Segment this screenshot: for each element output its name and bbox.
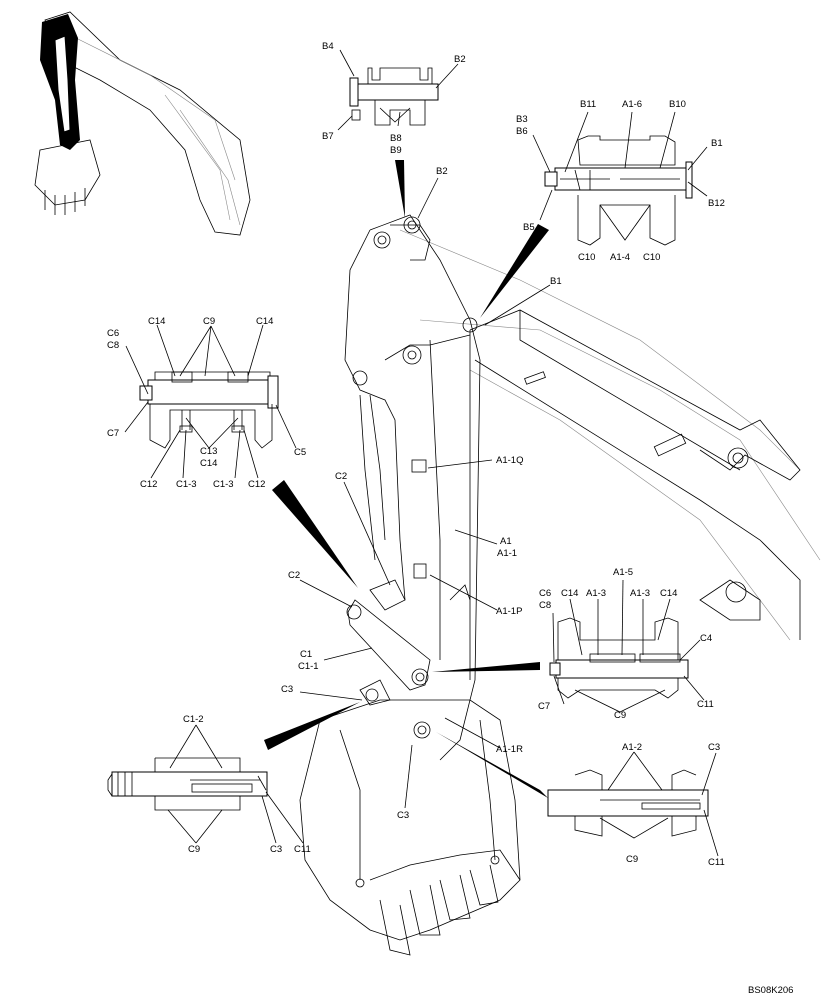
- label-c10-b: C10: [643, 252, 660, 263]
- label-a1-5: A1-5: [613, 567, 633, 578]
- label-b8: B8: [390, 133, 402, 144]
- label-c14-d: C14: [561, 588, 578, 599]
- label-b1-mid: B1: [550, 276, 562, 287]
- detail-pin-c-bottom-right: [547, 769, 709, 839]
- label-a1-4: A1-4: [610, 252, 630, 263]
- label-c14-a: C14: [148, 316, 165, 327]
- label-c3-bottom: C3: [397, 810, 409, 821]
- label-c1-1: C1-1: [298, 661, 319, 672]
- label-b3: B3: [516, 114, 528, 125]
- label-c8-left: C8: [107, 340, 119, 351]
- label-c6-left: C6: [107, 328, 119, 339]
- label-b9: B9: [390, 145, 402, 156]
- label-c1-2: C1-2: [183, 714, 204, 725]
- label-b10: B10: [669, 99, 686, 110]
- detail-pin-b-top: [349, 67, 439, 126]
- label-c3-bottom-right: C3: [708, 742, 720, 753]
- label-b4: B4: [322, 41, 334, 52]
- label-a1-6: A1-6: [622, 99, 642, 110]
- label-c9-top: C9: [203, 316, 215, 327]
- label-b2: B2: [454, 54, 466, 65]
- part-labels: B4 B2 B7 B8 B9 B2 B3 B6 B11 A1-6 B10 B1 …: [107, 41, 793, 996]
- label-c9-bottom-left: C9: [188, 844, 200, 855]
- label-c14-e: C14: [660, 588, 677, 599]
- detail-pin-c-right: [549, 617, 689, 713]
- label-b11: B11: [580, 99, 596, 110]
- detail-pin-b-right: [544, 135, 693, 246]
- label-c1-3-a: C1-3: [176, 479, 197, 490]
- thumbnail-excavator-arm: [34, 11, 251, 236]
- label-c1-3-b: C1-3: [213, 479, 234, 490]
- label-a1-3-b: A1-3: [630, 588, 650, 599]
- label-a1-3-a: A1-3: [586, 588, 606, 599]
- label-c7-right: C7: [538, 701, 550, 712]
- label-a1-1: A1-1: [497, 548, 517, 559]
- label-c3-bottom-left: C3: [270, 844, 282, 855]
- label-b5: B5: [523, 222, 535, 233]
- label-b6: B6: [516, 126, 528, 137]
- callout-pointers: [264, 160, 549, 798]
- label-c11-bottom-left: C11: [294, 844, 311, 855]
- label-b1-right: B1: [711, 138, 723, 149]
- label-c14-c: C14: [200, 458, 217, 469]
- label-b7: B7: [322, 131, 334, 142]
- label-c6-right: C6: [539, 588, 551, 599]
- label-c2-top: C2: [335, 471, 347, 482]
- main-arm-assembly: [299, 214, 821, 956]
- label-c11-bottom-right: C11: [708, 857, 725, 868]
- label-c1: C1: [300, 649, 312, 660]
- detail-pin-c-bottom-left: [107, 757, 268, 811]
- detail-pin-c-left: [139, 371, 279, 449]
- drawing-code: BS08K206: [748, 985, 793, 996]
- label-a1: A1: [500, 536, 512, 547]
- label-c7-left: C7: [107, 428, 119, 439]
- label-c12-b: C12: [248, 479, 265, 490]
- leader-lines: [124, 49, 719, 857]
- label-c11-right: C11: [697, 699, 714, 710]
- label-c5: C5: [294, 447, 306, 458]
- label-c4: C4: [700, 633, 712, 644]
- label-c3-mid: C3: [281, 684, 293, 695]
- label-a1-1p: A1-1P: [496, 606, 522, 617]
- label-b2-mid: B2: [436, 166, 448, 177]
- label-c8-right: C8: [539, 600, 551, 611]
- label-a1-2: A1-2: [622, 742, 642, 753]
- label-a1-1q: A1-1Q: [496, 455, 523, 466]
- label-c9-bottom-right: C9: [626, 854, 638, 865]
- label-c13: C13: [200, 446, 217, 457]
- label-c10-a: C10: [578, 252, 595, 263]
- label-c12-a: C12: [140, 479, 157, 490]
- label-c9-right: C9: [614, 710, 626, 721]
- label-a1-1r: A1-1R: [496, 744, 523, 755]
- label-c2-left: C2: [288, 570, 300, 581]
- label-b12: B12: [708, 198, 725, 209]
- label-c14-b: C14: [256, 316, 273, 327]
